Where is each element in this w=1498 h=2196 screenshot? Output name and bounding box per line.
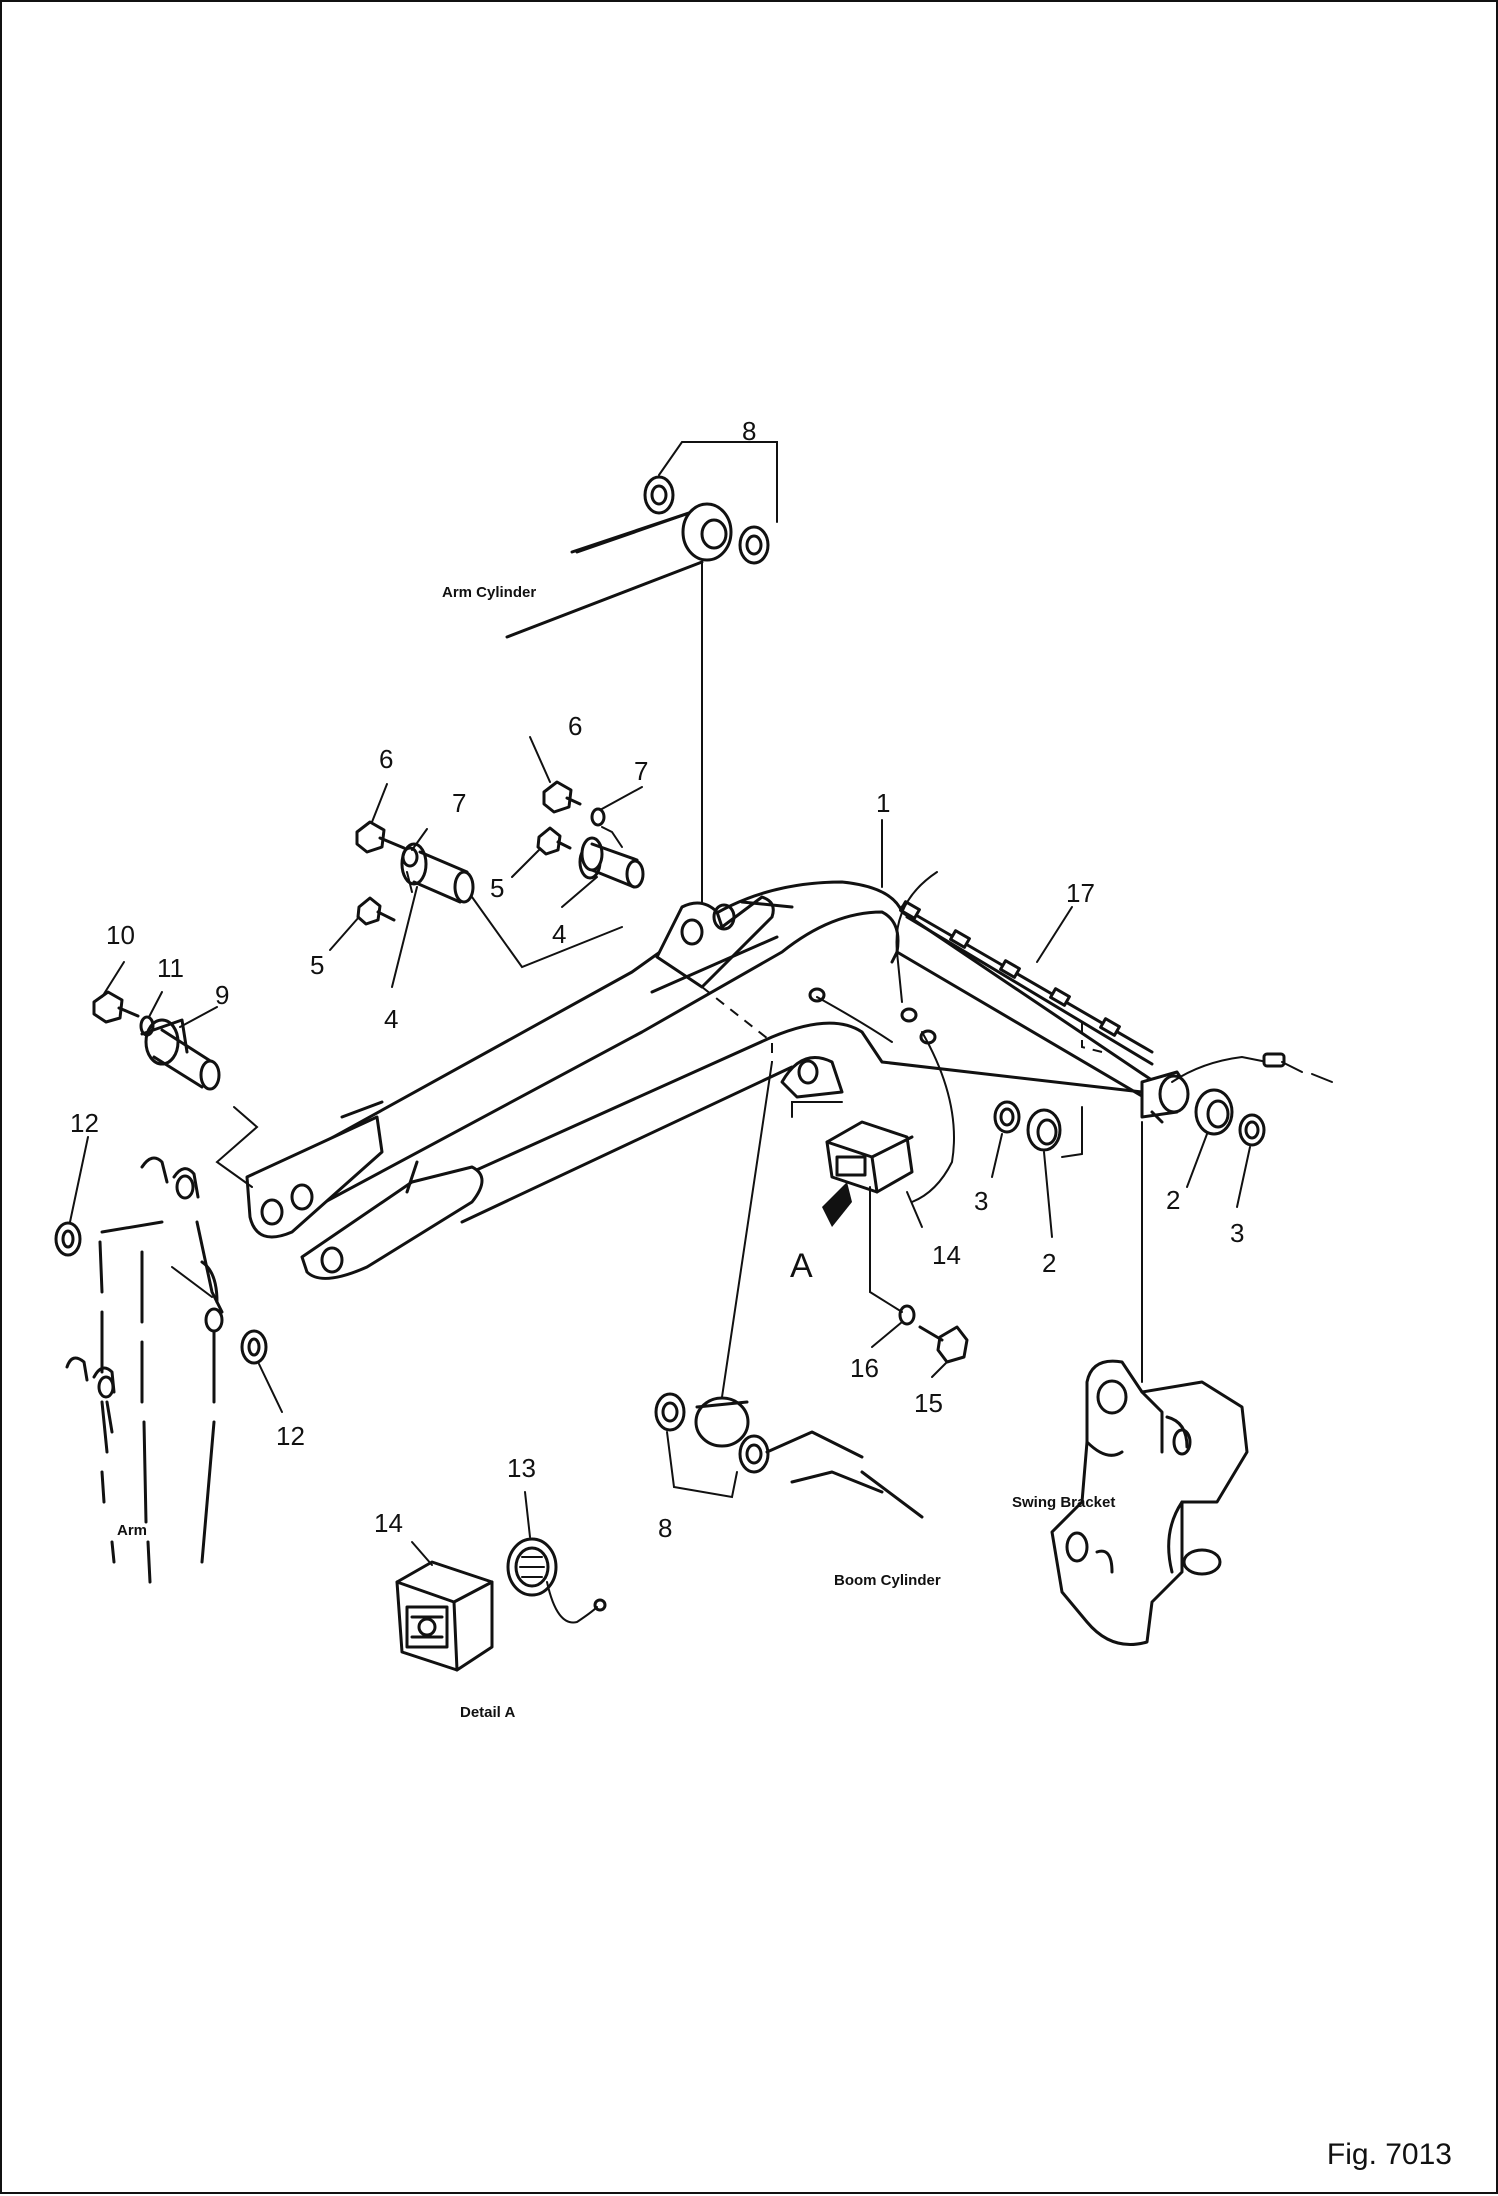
- washer-12-left: [54, 1221, 82, 1257]
- callout-3-right: 3: [1230, 1218, 1244, 1248]
- callout-13: 13: [507, 1453, 536, 1483]
- label-view-a: A: [790, 1247, 813, 1285]
- callout-12-right: 12: [276, 1421, 305, 1451]
- callout-numbers: 8 1 17 6 6 7 7 5 5 4 4 10 11 9 12 12 3 2…: [70, 416, 1244, 1543]
- label-detail-a: Detail A: [460, 1704, 515, 1721]
- boom-cylinder: [654, 1061, 924, 1519]
- callout-10: 10: [106, 920, 135, 950]
- callout-12-left: 12: [70, 1108, 99, 1138]
- pin-4-right: [578, 836, 645, 889]
- label-swing-bracket: Swing Bracket: [1012, 1494, 1115, 1511]
- swing-bracket: [1050, 1121, 1249, 1646]
- leader-lines: [69, 736, 1251, 1566]
- bolt-6-left: [355, 820, 419, 893]
- work-lamp: [791, 1101, 914, 1313]
- callout-7-left: 7: [452, 788, 466, 818]
- bushing-2-left: [1026, 1106, 1083, 1158]
- washer-16: [898, 1304, 916, 1326]
- callout-15: 15: [914, 1388, 943, 1418]
- callout-11: 11: [157, 953, 184, 983]
- component-labels: Arm Cylinder Boom Cylinder Swing Bracket…: [117, 584, 1115, 1721]
- grease-fitting-5-left: [356, 896, 396, 926]
- grease-fitting-5-right: [536, 826, 572, 856]
- callout-14-boom: 14: [932, 1240, 961, 1270]
- bolt-15: [918, 1325, 969, 1364]
- callout-6-right: 6: [568, 711, 582, 741]
- washer-11: [139, 1015, 155, 1037]
- callout-17: 17: [1066, 878, 1095, 908]
- arm-cylinder: [505, 502, 733, 918]
- callout-4-left: 4: [384, 1004, 398, 1034]
- callout-5-right: 5: [490, 873, 504, 903]
- callout-2-right: 2: [1166, 1185, 1180, 1215]
- callout-14-detail: 14: [374, 1508, 403, 1538]
- callout-4-right: 4: [552, 919, 566, 949]
- arm: [65, 1156, 224, 1584]
- spacer-8-top: [643, 441, 778, 565]
- view-arrow-a: [822, 1182, 852, 1227]
- callout-16: 16: [850, 1353, 879, 1383]
- washer-12-right: [240, 1329, 268, 1365]
- callout-8-top: 8: [742, 416, 756, 446]
- label-arm: Arm: [117, 1522, 147, 1539]
- callout-3-left: 3: [974, 1186, 988, 1216]
- callout-5-left: 5: [310, 950, 324, 980]
- callout-8-bottom: 8: [658, 1513, 672, 1543]
- callout-6-left: 6: [379, 744, 393, 774]
- figure-number: Fig. 7013: [1326, 2138, 1452, 2171]
- detail-a-bulb: [506, 1537, 607, 1624]
- callout-7-right: 7: [634, 756, 648, 786]
- callout-9: 9: [215, 980, 229, 1010]
- callout-2-left: 2: [1042, 1248, 1056, 1278]
- callout-1: 1: [876, 788, 890, 818]
- seal-3-left: [993, 1100, 1021, 1134]
- label-arm-cylinder: Arm Cylinder: [442, 584, 536, 601]
- pin-9: [140, 1018, 259, 1188]
- label-boom-cylinder: Boom Cylinder: [834, 1572, 941, 1589]
- bolt-6-right: [542, 780, 623, 848]
- boom: [245, 871, 1333, 1280]
- bolt-10: [92, 990, 140, 1024]
- bushing-2-right: [1194, 1088, 1234, 1136]
- detail-a-lamp: [395, 1560, 494, 1672]
- seal-3-right: [1238, 1113, 1266, 1147]
